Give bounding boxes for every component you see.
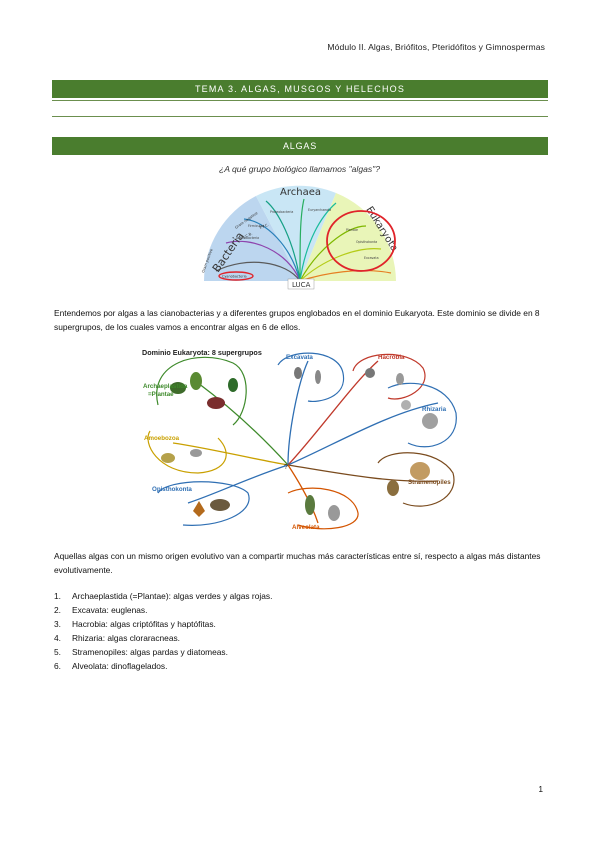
list-number: 1. — [54, 591, 61, 601]
svg-text:Euryarchaeota: Euryarchaeota — [308, 208, 331, 212]
group-opisthokonta: Opisthokonta — [152, 486, 192, 493]
figure-title: Dominio Eukaryota: 8 supergrupos — [142, 348, 262, 357]
svg-text:Proteobacteria: Proteobacteria — [270, 210, 293, 214]
list-text: Alveolata: dinoflagelados. — [72, 661, 168, 671]
group-stramenopiles: Stramenopiles — [408, 479, 451, 486]
svg-text:Actinobacteria: Actinobacteria — [236, 236, 259, 240]
list-item: 6. Alveolata: dinoflagelados. — [54, 659, 548, 673]
section-banner: ALGAS — [52, 137, 548, 155]
page-number: 1 — [538, 784, 543, 794]
group-alveolata: Alveolata — [292, 524, 320, 531]
divider-line — [52, 100, 548, 101]
supergroup-list: 1. Archaeplastida (=Plantae): algas verde… — [54, 589, 548, 673]
tema-banner: TEMA 3. ALGAS, MUSGOS Y HELECHOS — [52, 80, 548, 98]
list-number: 3. — [54, 619, 61, 629]
list-number: 6. — [54, 661, 61, 671]
svg-text:Plantae: Plantae — [346, 228, 358, 232]
list-text: Stramenopiles: algas pardas y diatomeas. — [72, 647, 228, 657]
fcb-label: F.C.B. — [243, 231, 254, 239]
list-item: 2. Excavata: euglenas. — [54, 603, 548, 617]
divider-line — [52, 116, 548, 117]
svg-text:Excavata: Excavata — [364, 256, 379, 260]
bacteria-fan — [204, 196, 300, 281]
luca-label: LUCA — [292, 281, 311, 289]
list-number: 4. — [54, 633, 61, 643]
list-number: 5. — [54, 647, 61, 657]
tema-title: TEMA 3. ALGAS, MUSGOS Y HELECHOS — [194, 84, 406, 94]
eukaryota-supergroups-figure: Dominio Eukaryota: 8 supergrupos — [142, 348, 457, 531]
list-number: 2. — [54, 605, 61, 615]
section-title: ALGAS — [282, 141, 317, 151]
group-hacrobia: Hacrobia — [378, 354, 405, 361]
center-question-mark: ? — [284, 464, 288, 471]
svg-text:Firmicutes: Firmicutes — [248, 224, 265, 228]
paragraph-intro: Entendemos por algas a las cianobacteria… — [54, 308, 540, 332]
archaea-label: Archaea — [280, 187, 321, 198]
cyanobacteria-label: Cyanobacteria — [222, 274, 247, 278]
group-amoebozoa: Amoebozoa — [144, 435, 180, 442]
archaea-fan — [256, 185, 336, 281]
list-text: Excavata: euglenas. — [72, 605, 148, 615]
group-rhizaria: Rhizaria — [422, 406, 447, 413]
list-text: Hacrobia: algas criptófitas y haptófitas… — [72, 619, 216, 629]
cyanobacteria-highlight — [218, 271, 254, 281]
tree-of-life-figure: Actinobacteria Firmicutes Proteobacteria… — [201, 185, 400, 290]
paragraph-evolution: Aquellas algas con un mismo origen evolu… — [54, 551, 541, 575]
running-header: Módulo II. Algas, Briófitos, Pteridófito… — [327, 42, 545, 52]
list-item: 3. Hacrobia: algas criptófitas y haptófit… — [54, 617, 548, 631]
pvc-label: P.V.C. — [259, 223, 269, 230]
list-text: Rhizaria: algas cloraracneas. — [72, 633, 180, 643]
list-item: 1. Archaeplastida (=Plantae): algas verde… — [54, 589, 548, 603]
svg-text:Opisthokonta: Opisthokonta — [356, 240, 377, 244]
group-archaeplastida-sub: =Plantae — [148, 391, 174, 398]
list-item: 4. Rhizaria: algas cloraracneas. — [54, 631, 548, 645]
group-archaeplastida: Archaeplastida — [143, 383, 188, 390]
eukaryota-fan — [300, 193, 396, 281]
eukaryota-highlight — [326, 210, 396, 272]
section-question: ¿A qué grupo biológico llamamos "algas"? — [218, 164, 381, 174]
group-excavata: Excavata — [286, 354, 313, 361]
list-item: 5. Stramenopiles: algas pardas y diatomea… — [54, 645, 548, 659]
list-text: Archaeplastida (=Plantae): algas verdes … — [72, 591, 273, 601]
